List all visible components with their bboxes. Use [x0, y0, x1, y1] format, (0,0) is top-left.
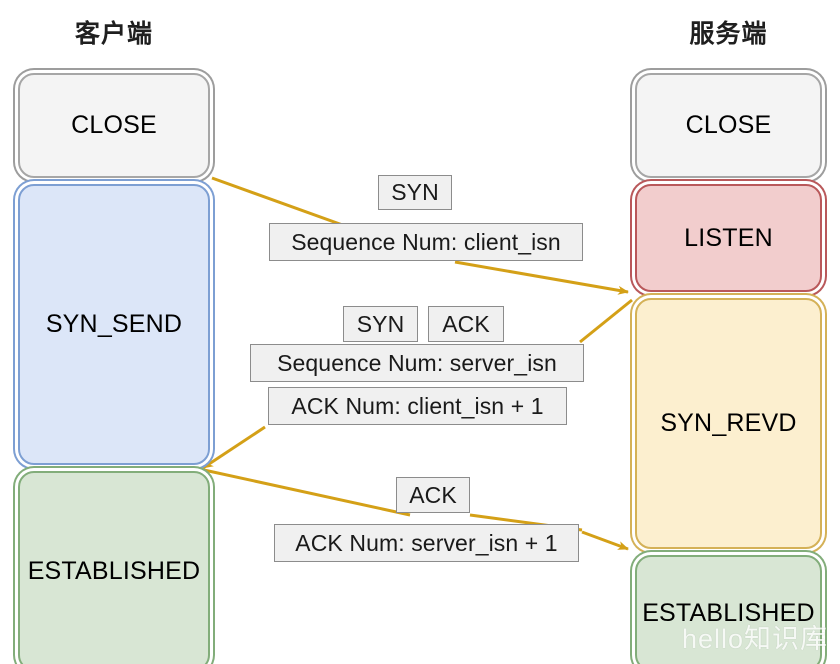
- message-2-field-sequence-num: Sequence Num: server_isn: [250, 344, 584, 382]
- message-3-flag-ack: ACK: [396, 477, 470, 513]
- message-3-field-ack-num: ACK Num: server_isn + 1: [274, 524, 579, 562]
- message-1-field-sequence-num: Sequence Num: client_isn: [269, 223, 583, 261]
- client-state-syn-send[interactable]: SYN_SEND: [18, 184, 210, 465]
- message-1-flag-syn: SYN: [378, 175, 452, 210]
- server-column-title: 服务端: [689, 20, 768, 48]
- client-state-established[interactable]: ESTABLISHED: [18, 471, 210, 664]
- message-2-field-ack-num: ACK Num: client_isn + 1: [268, 387, 567, 425]
- server-state-listen[interactable]: LISTEN: [635, 184, 822, 292]
- message-2-flag-ack: ACK: [428, 306, 504, 342]
- server-state-syn-revd[interactable]: SYN_REVD: [635, 298, 822, 549]
- client-column-title: 客户端: [74, 20, 153, 48]
- server-state-close[interactable]: CLOSE: [635, 73, 822, 178]
- server-state-established[interactable]: ESTABLISHED: [635, 555, 822, 664]
- client-state-close[interactable]: CLOSE: [18, 73, 210, 178]
- message-2-flag-syn: SYN: [343, 306, 418, 342]
- watermark-text: hello知识库: [681, 624, 828, 654]
